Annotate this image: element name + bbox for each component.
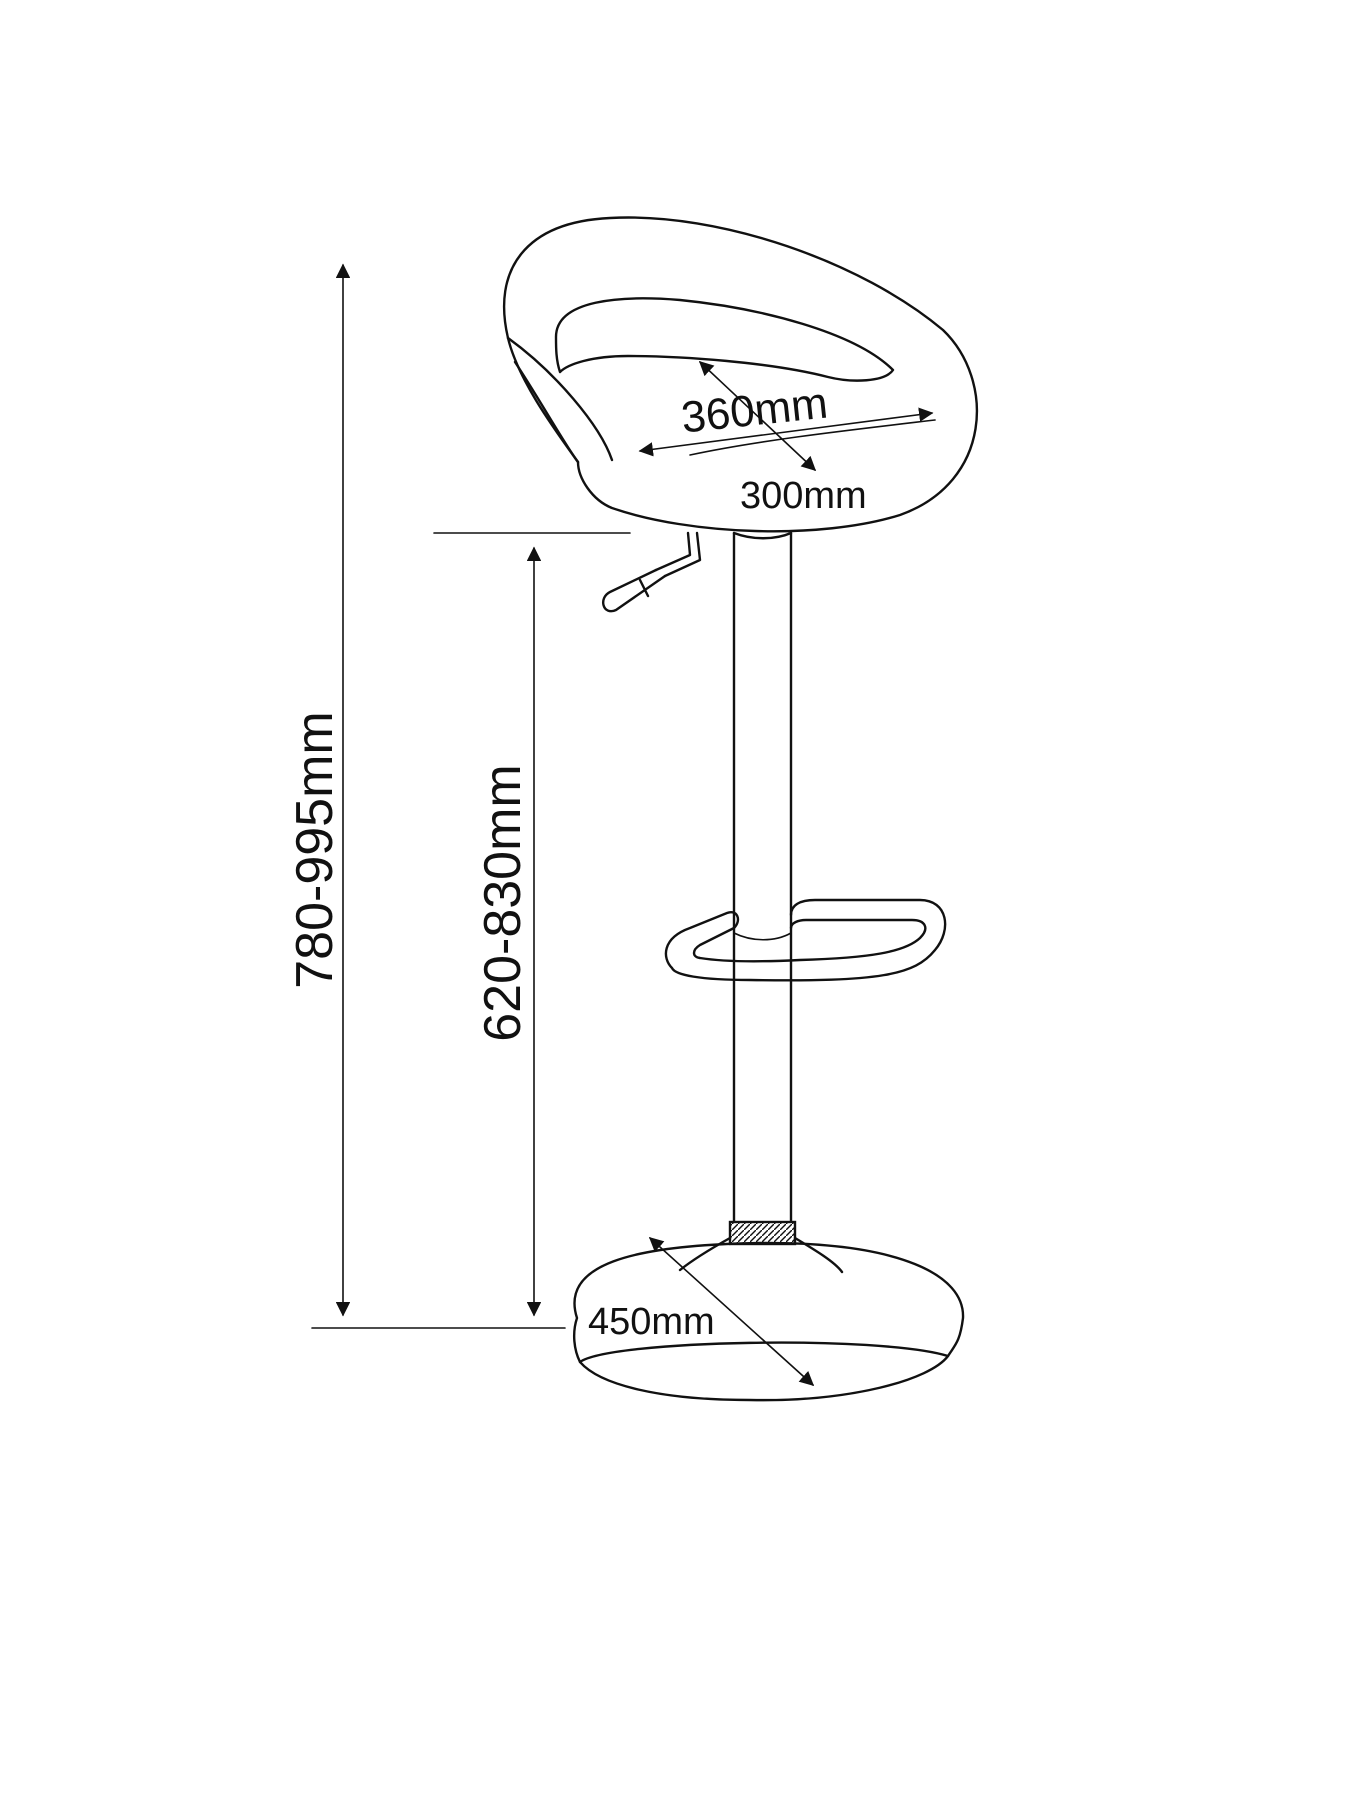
seat-inner-rim bbox=[506, 336, 614, 462]
seat-height-label: 620-830mm bbox=[474, 764, 532, 1041]
seat-backrest-opening bbox=[554, 297, 895, 382]
height-adjust-lever bbox=[602, 531, 702, 613]
footrest-ring bbox=[664, 898, 947, 982]
total-height-label: 780-995mm bbox=[286, 711, 344, 988]
dimension-base-diameter: 450mm bbox=[588, 1237, 815, 1386]
dimension-seat-height: 620-830mm bbox=[433, 532, 631, 1317]
column bbox=[732, 531, 793, 1224]
seat-depth-label: 300mm bbox=[740, 475, 867, 517]
column-collar bbox=[728, 1220, 797, 1246]
dimension-seat-width: 360mm bbox=[638, 379, 934, 457]
seat-side-edge bbox=[513, 360, 580, 464]
dimension-seat-depth: 300mm bbox=[698, 361, 867, 517]
seat-outer-shell bbox=[503, 216, 979, 533]
seat-width-label: 360mm bbox=[679, 379, 830, 443]
base-diameter-label: 450mm bbox=[588, 1301, 715, 1343]
dimension-total-height: 780-995mm bbox=[286, 263, 351, 1317]
